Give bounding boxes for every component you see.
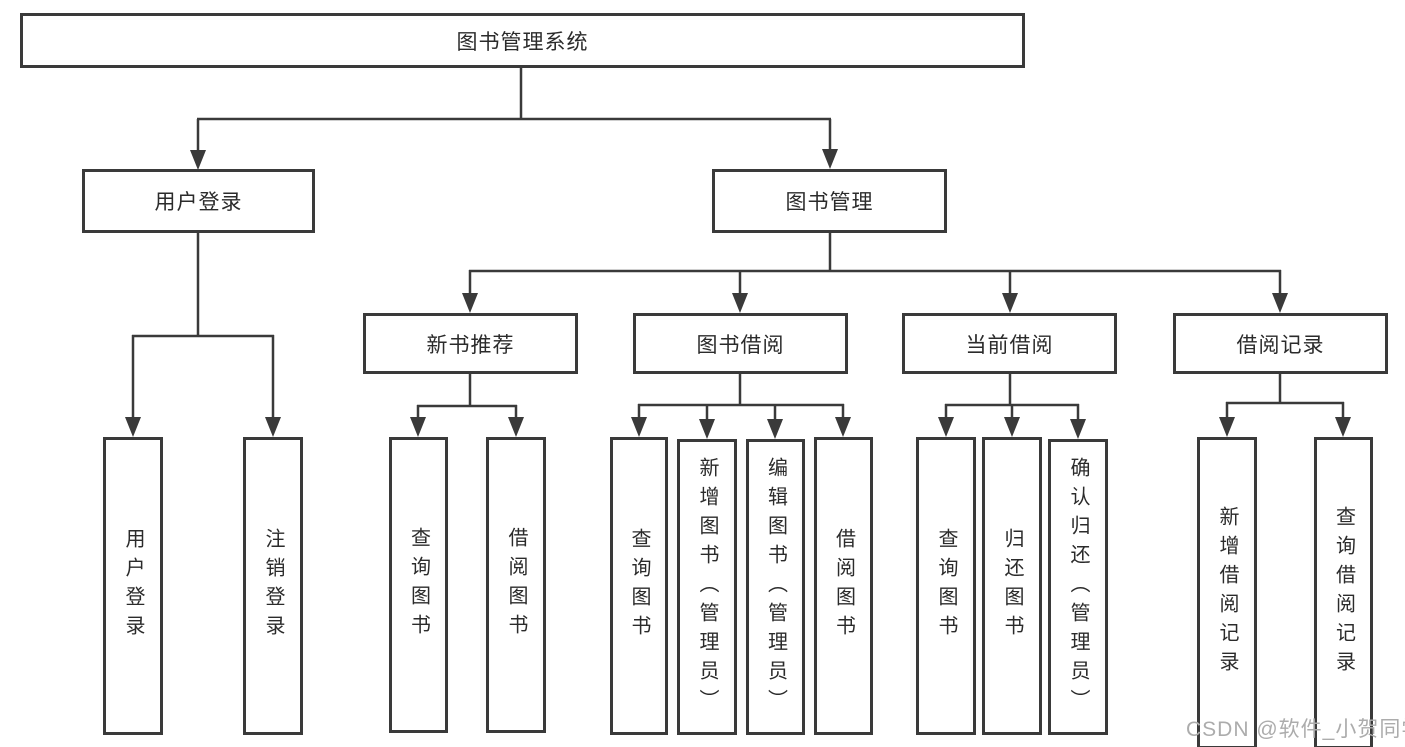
node-label: 借阅图书 — [832, 528, 855, 644]
node-label: 查询借阅记录 — [1332, 506, 1355, 680]
node-label: 查询图书 — [935, 528, 957, 644]
node-leaf-add-book-admin: 新增图书（管理员） — [677, 439, 737, 735]
node-leaf-query-books-recommend: 查询图书 — [389, 437, 448, 733]
csdn-watermark: CSDN @软件_小贺同学 — [1186, 718, 1405, 741]
connector-user-login-to-leaves — [125, 233, 281, 437]
node-label: 用户登录 — [122, 528, 144, 644]
connector-root-to-level2 — [190, 68, 838, 170]
node-new-book-recommend: 新书推荐 — [363, 313, 578, 374]
node-label: 图书借阅 — [696, 333, 785, 357]
node-label: 当前借阅 — [965, 333, 1054, 357]
node-leaf-borrow-books-borrowing: 借阅图书 — [814, 437, 873, 735]
connector-current-borrow-to-leaves — [938, 374, 1086, 439]
connector-new-book-rec-to-leaves — [410, 374, 524, 437]
node-label: 借阅图书 — [505, 527, 527, 643]
connector-borrow-records-to-leaves — [1219, 374, 1351, 437]
node-root-system: 图书管理系统 — [20, 13, 1025, 68]
node-label: 查询图书 — [628, 528, 650, 644]
node-label: 注销登录 — [262, 528, 284, 644]
node-label: 新增图书（管理员） — [696, 456, 718, 718]
connector-book-borrow-to-leaves — [631, 374, 851, 439]
node-label: 图书管理系统 — [456, 30, 589, 54]
node-label: 借阅记录 — [1236, 333, 1325, 357]
node-label: 用户登录 — [154, 191, 243, 214]
node-label: 新书推荐 — [426, 333, 515, 357]
connector-book-mgmt-to-level3 — [462, 233, 1288, 313]
node-user-login: 用户登录 — [82, 169, 315, 233]
node-label: 归还图书 — [1001, 528, 1023, 644]
node-leaf-edit-book-admin: 编辑图书（管理员） — [746, 439, 805, 735]
node-label: 查询图书 — [407, 527, 430, 643]
node-book-management: 图书管理 — [712, 169, 947, 233]
node-leaf-confirm-return-admin: 确认归还（管理员） — [1048, 439, 1108, 735]
node-label: 新增借阅记录 — [1216, 506, 1238, 680]
node-leaf-return-book: 归还图书 — [982, 437, 1042, 735]
node-label: 图书管理 — [785, 191, 874, 214]
node-label: 编辑图书（管理员） — [764, 456, 787, 718]
node-book-borrowing: 图书借阅 — [633, 313, 848, 374]
node-leaf-user-login: 用户登录 — [103, 437, 163, 735]
node-leaf-add-borrow-record: 新增借阅记录 — [1197, 437, 1257, 747]
node-label: 确认归还（管理员） — [1067, 456, 1089, 718]
node-leaf-query-borrow-record: 查询借阅记录 — [1314, 437, 1373, 747]
node-current-borrowing: 当前借阅 — [902, 313, 1117, 374]
node-leaf-query-books-borrowing: 查询图书 — [610, 437, 668, 735]
node-leaf-logout: 注销登录 — [243, 437, 303, 735]
node-leaf-borrow-books-recommend: 借阅图书 — [486, 437, 546, 733]
node-borrowing-records: 借阅记录 — [1173, 313, 1388, 374]
node-leaf-query-books-current: 查询图书 — [916, 437, 976, 735]
